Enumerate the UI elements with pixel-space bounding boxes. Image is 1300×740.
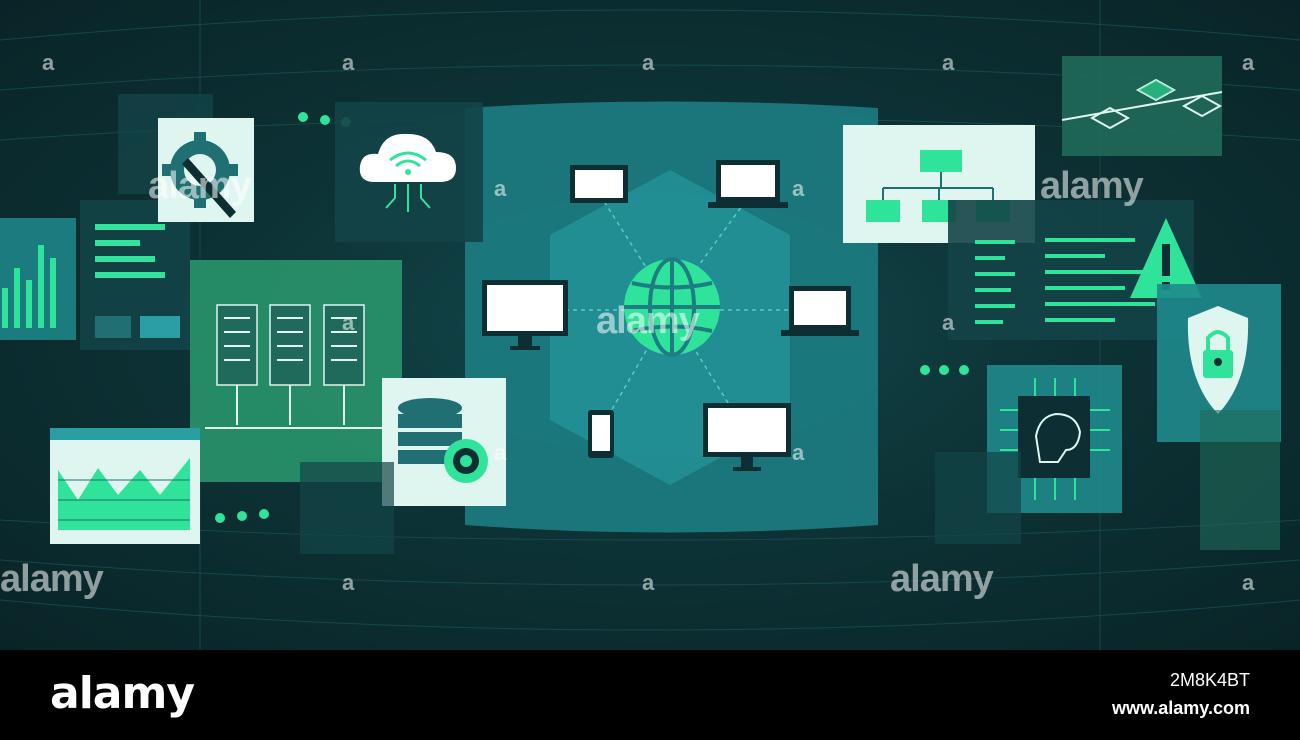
watermark-mark: a	[642, 570, 655, 595]
watermark-mark: a	[942, 50, 955, 75]
footer-bar: alamy 2M8K4BT www.alamy.com	[0, 650, 1300, 740]
watermark-mark: a	[342, 570, 355, 595]
watermark-mark: a	[42, 50, 55, 75]
watermark-mark: a	[792, 176, 805, 201]
area-chart-panel	[50, 428, 200, 544]
watermark-mark: a	[1242, 50, 1255, 75]
watermark-brand: alamy	[148, 165, 252, 207]
cloud-wifi-icon	[335, 102, 483, 242]
device-laptop-icon	[570, 165, 628, 203]
watermark-mark: a	[342, 310, 355, 335]
globe-icon	[624, 257, 720, 357]
device-monitor-icon	[482, 280, 568, 350]
watermark-brand: alamy	[596, 300, 700, 342]
watermark-mark: a	[942, 310, 955, 335]
watermark-mark: a	[1242, 570, 1255, 595]
device-tablet-icon	[588, 410, 614, 458]
image-id: 2M8K4BT	[1169, 670, 1250, 690]
watermark-brand: alamy	[890, 558, 994, 600]
footer-logo: alamy	[50, 668, 195, 719]
watermark-mark: a	[342, 50, 355, 75]
watermark-mark: a	[494, 440, 507, 465]
site-url: www.alamy.com	[1111, 698, 1250, 718]
watermark-brand: alamy	[1040, 165, 1144, 207]
device-monitor-icon	[703, 403, 791, 471]
watermark-brand: alamy	[0, 558, 104, 600]
device-laptop-icon	[781, 286, 859, 336]
illustration-stage: a a a a a alamy alamy a a a alamy a a a …	[0, 0, 1300, 650]
text-lines-panel	[80, 200, 190, 350]
illustration	[0, 0, 1300, 650]
watermark-mark: a	[494, 176, 507, 201]
database-gear-icon	[382, 378, 506, 506]
gear-wrench-icon	[158, 118, 254, 222]
watermark-mark: a	[642, 50, 655, 75]
server-panel	[190, 260, 402, 482]
dots-icon	[215, 112, 969, 523]
device-laptop-icon	[708, 160, 788, 208]
network-panel	[465, 101, 878, 533]
blockchain-icon	[1061, 56, 1223, 156]
watermark-mark: a	[792, 440, 805, 465]
code-lines-icon	[948, 200, 1194, 340]
bar-chart-panel	[0, 218, 76, 340]
